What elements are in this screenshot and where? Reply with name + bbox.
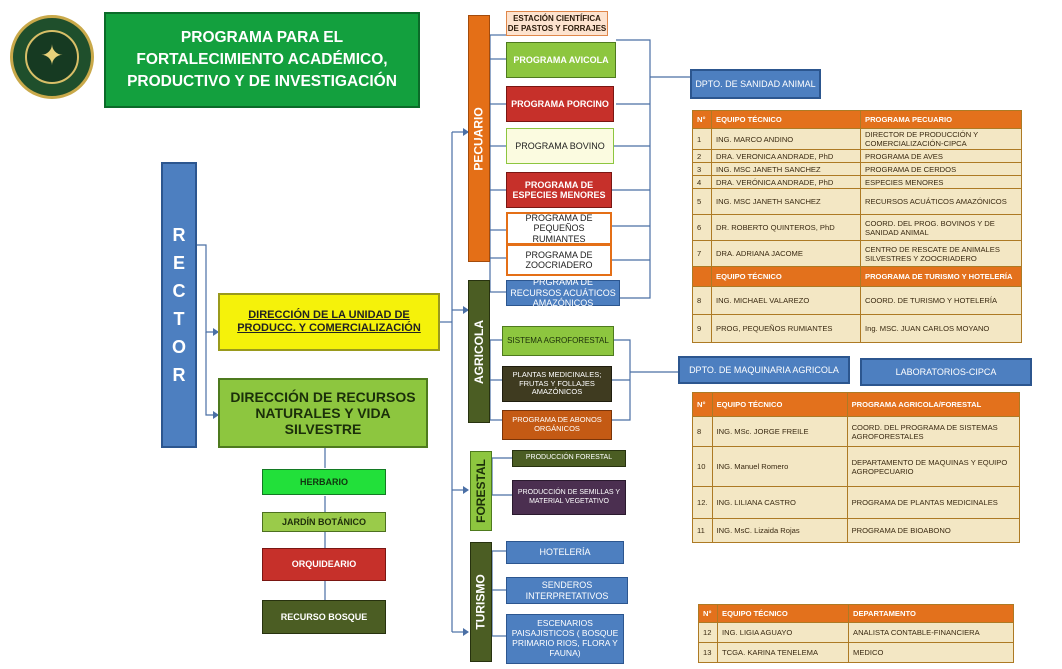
pecuario-item: ESTACIÓN CIENTÍFICA DE PASTOS Y FORRAJES xyxy=(506,11,608,36)
jardin-botanico-box: JARDÍN BOTÁNICO xyxy=(262,512,386,532)
laboratorios-box: LABORATORIOS-CIPCA xyxy=(860,358,1032,386)
agricola-item: PROGRAMA DE ABONOS ORGÁNICOS xyxy=(502,410,612,440)
direccion-unidad-box: DIRECCIÓN DE LA UNIDAD DE PRODUCC. Y COM… xyxy=(218,293,440,351)
rector-box: R E C T O R xyxy=(161,162,197,448)
recurso-bosque-box: RECURSO BOSQUE xyxy=(262,600,386,634)
pecuario-item: PROGRAMA PORCINO xyxy=(506,86,614,122)
herbario-box: HERBARIO xyxy=(262,469,386,495)
agricola-item: SISTEMA AGROFORESTAL xyxy=(502,326,614,356)
area-forestal: FORESTAL xyxy=(470,451,492,531)
agricola-item: PLANTAS MEDICINALES; FRUTAS Y FOLLAJES A… xyxy=(502,366,612,402)
rector-letter: O xyxy=(171,337,186,357)
area-turismo: TURISMO xyxy=(470,542,492,662)
rector-letter: C xyxy=(172,281,186,301)
rector-letter: T xyxy=(173,309,185,329)
table-agricola: N° EQUIPO TÉCNICO PROGRAMA AGRICOLA/FORE… xyxy=(692,392,1021,543)
direccion-recursos-box: DIRECCIÓN DE RECURSOS NATURALES Y VIDA S… xyxy=(218,378,428,448)
orquideario-box: ORQUIDEARIO xyxy=(262,548,386,581)
rector-letter: R xyxy=(172,365,186,385)
rector-letter: R xyxy=(172,225,186,245)
star-icon: ✦ xyxy=(40,40,64,71)
rector-letter: E xyxy=(172,253,185,273)
turismo-item: SENDEROS INTERPRETATIVOS xyxy=(506,577,628,604)
pecuario-item: PROGRAMA DE ZOOCRIADERO xyxy=(506,244,612,276)
area-pecuario: PECUARIO xyxy=(468,15,490,262)
pecuario-item: PROGRAMA DE PEQUEÑOS RUMIANTES xyxy=(506,212,612,245)
pecuario-item: PROGRAMA DE ESPECIES MENORES xyxy=(506,172,612,208)
pecuario-item: PROGRAMA AVICOLA xyxy=(506,42,616,78)
dept-sanidad-box: DPTO. DE SANIDAD ANIMAL xyxy=(690,69,821,99)
area-agricola: AGRICOLA xyxy=(468,280,490,423)
forestal-item: PRODUCCIÓN DE SEMILLAS Y MATERIAL VEGETA… xyxy=(512,480,626,515)
forestal-item: PRODUCCIÓN FORESTAL xyxy=(512,450,626,467)
turismo-item: ESCENARIOS PAISAJISTICOS ( BOSQUE PRIMAR… xyxy=(506,614,624,664)
page-title: PROGRAMA PARA EL FORTALECIMIENTO ACADÉMI… xyxy=(104,12,420,108)
university-logo: ✦ xyxy=(10,15,94,99)
pecuario-item: PROGRAMA BOVINO xyxy=(506,128,614,164)
pecuario-item: PRGRAMA DE RECURSOS ACUÁTICOS AMAZÓNICOS xyxy=(506,277,620,308)
dept-maquinaria-box: DPTO. DE MAQUINARIA AGRICOLA xyxy=(678,356,850,384)
turismo-item: HOTELERÍA xyxy=(506,541,624,564)
